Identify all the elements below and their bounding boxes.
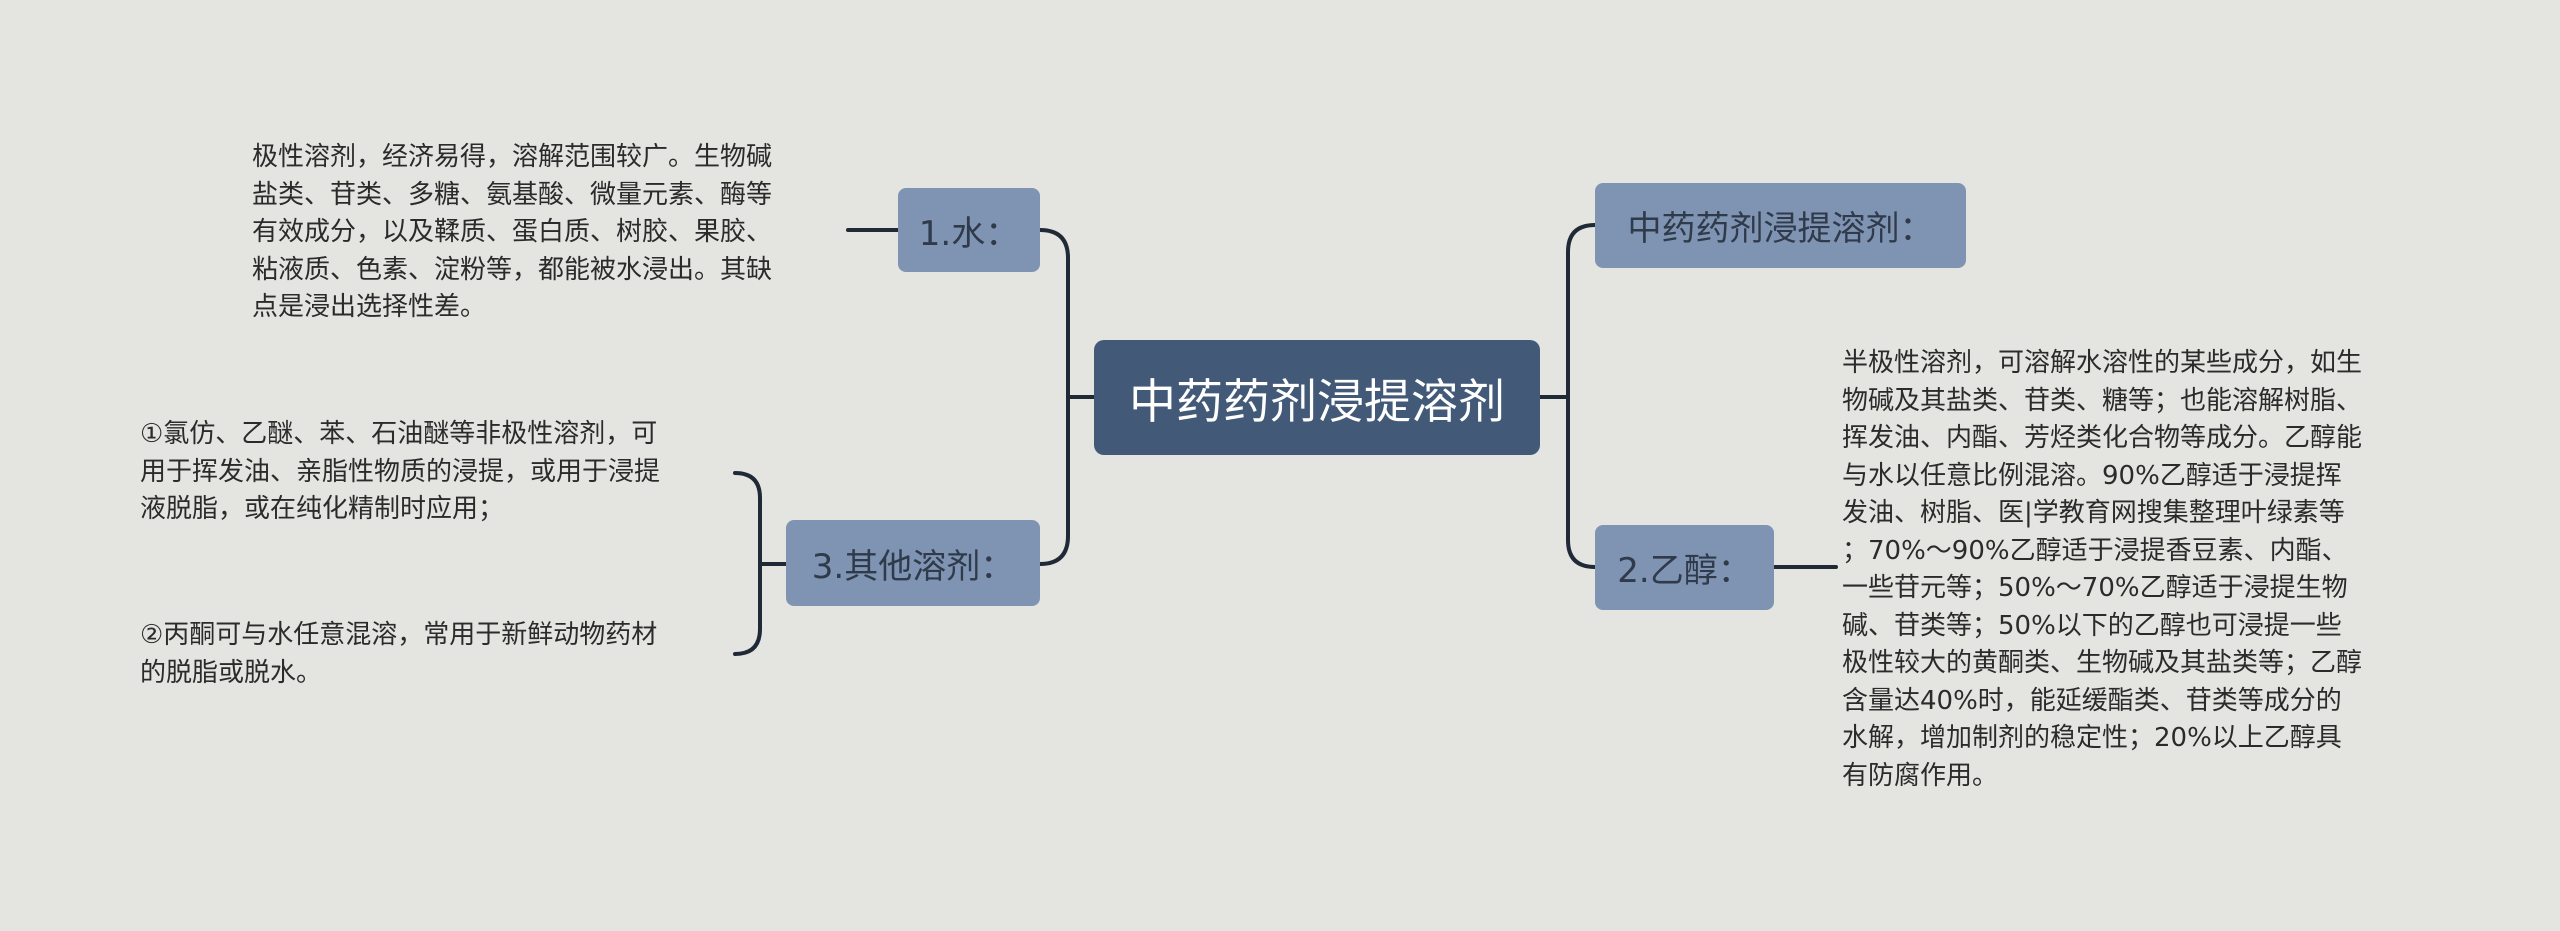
connector-left-trunk [1038,228,1070,566]
root-node[interactable]: 中药药剂浸提溶剂 [1094,340,1540,455]
leaf-other-text-1: ①氯仿、乙醚、苯、石油醚等非极性溶剂，可 用于挥发油、亲脂性物质的浸提，或用于浸… [140,419,661,524]
branch-title[interactable]: 中药药剂浸提溶剂： [1595,183,1966,268]
leaf-other-text-2: ②丙酮可与水任意混溶，常用于新鲜动物药材 的脱脂或脱水。 [140,620,658,688]
branch-water[interactable]: 1.水： [898,188,1040,272]
leaf-ethanol-text: 半极性溶剂，可溶解水溶性的某些成分，如生 物碱及其盐类、苷类、糖等；也能溶解树脂… [1842,348,2363,791]
leaf-water-text: 极性溶剂，经济易得，溶解范围较广。生物碱 盐类、苷类、多糖、氨基酸、微量元素、酶… [252,142,773,322]
connector-other-bracket [733,471,762,656]
branch-other-solvents[interactable]: 3.其他溶剂： [786,520,1040,606]
branch-ethanol[interactable]: 2.乙醇： [1595,525,1774,610]
connector-right-trunk [1566,223,1597,569]
